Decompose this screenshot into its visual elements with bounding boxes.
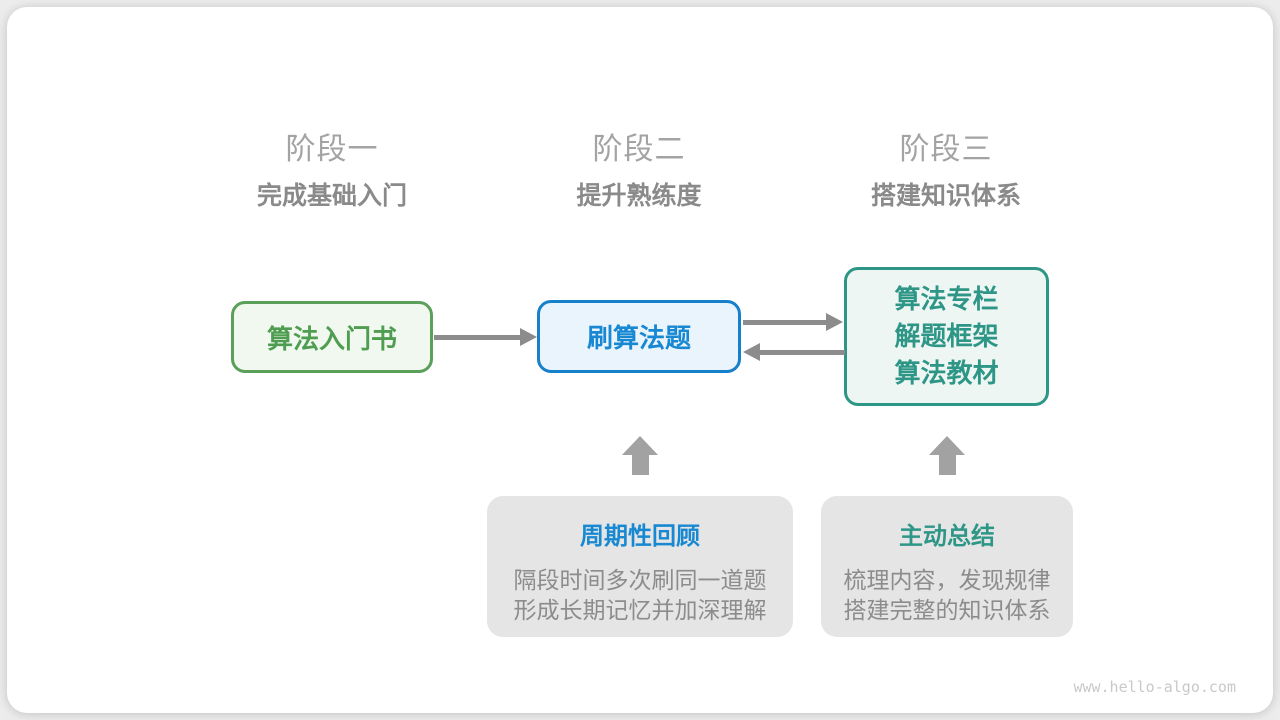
- panel-periodic-review-body: 隔段时间多次刷同一道题 形成长期记忆并加深理解: [487, 565, 793, 625]
- stage2-label: 阶段二: [592, 133, 686, 166]
- panel-periodic-review: 周期性回顾 隔段时间多次刷同一道题 形成长期记忆并加深理解: [487, 496, 793, 637]
- panel-active-summary: 主动总结 梳理内容，发现规律 搭建完整的知识体系: [821, 496, 1073, 637]
- arrow-stage3-to-stage2-head-icon: [743, 343, 760, 361]
- stage3-subtitle: 搭建知识体系: [870, 182, 1021, 210]
- arrow-stage2-to-stage3-head-icon: [826, 313, 843, 331]
- up-arrow-summary-icon: [929, 436, 965, 475]
- panel-periodic-review-title: 周期性回顾: [580, 523, 700, 550]
- stage3-label: 阶段三: [899, 133, 993, 166]
- arrow-stage3-to-stage2-line: [759, 350, 845, 355]
- up-arrow-summary-stem: [938, 455, 956, 475]
- watermark-url: www.hello-algo.com: [1073, 678, 1236, 696]
- panel-periodic-review-body-line1: 隔段时间多次刷同一道题: [513, 567, 767, 593]
- up-arrow-review-head: [622, 436, 658, 455]
- panel-active-summary-title: 主动总结: [899, 523, 995, 550]
- flow-box-advanced-resources: 算法专栏 解题框架 算法教材: [844, 267, 1049, 406]
- panel-active-summary-body: 梳理内容，发现规律 搭建完整的知识体系: [821, 565, 1073, 625]
- up-arrow-review-icon: [622, 436, 658, 475]
- stage2-subtitle: 提升熟练度: [576, 182, 702, 210]
- arrow-stage1-to-stage2-line: [434, 335, 521, 340]
- panel-periodic-review-body-line2: 形成长期记忆并加深理解: [513, 597, 767, 623]
- arrow-stage2-to-stage3-line: [743, 320, 827, 325]
- flow-box-intro-book: 算法入门书: [231, 301, 433, 373]
- up-arrow-summary-head: [929, 436, 965, 455]
- flow-box-line-textbooks: 算法教材: [894, 358, 999, 388]
- flow-box-line-frameworks: 解题框架: [894, 321, 999, 351]
- stage1-label: 阶段一: [285, 133, 379, 166]
- flow-box-line-columns: 算法专栏: [894, 284, 999, 314]
- stage1-subtitle: 完成基础入门: [256, 182, 407, 210]
- panel-active-summary-body-line1: 梳理内容，发现规律: [843, 567, 1051, 593]
- panel-active-summary-body-line2: 搭建完整的知识体系: [843, 597, 1051, 623]
- arrow-stage1-to-stage2-head-icon: [520, 328, 537, 346]
- flow-box-practice-problems: 刷算法题: [537, 300, 741, 373]
- up-arrow-review-stem: [631, 455, 649, 475]
